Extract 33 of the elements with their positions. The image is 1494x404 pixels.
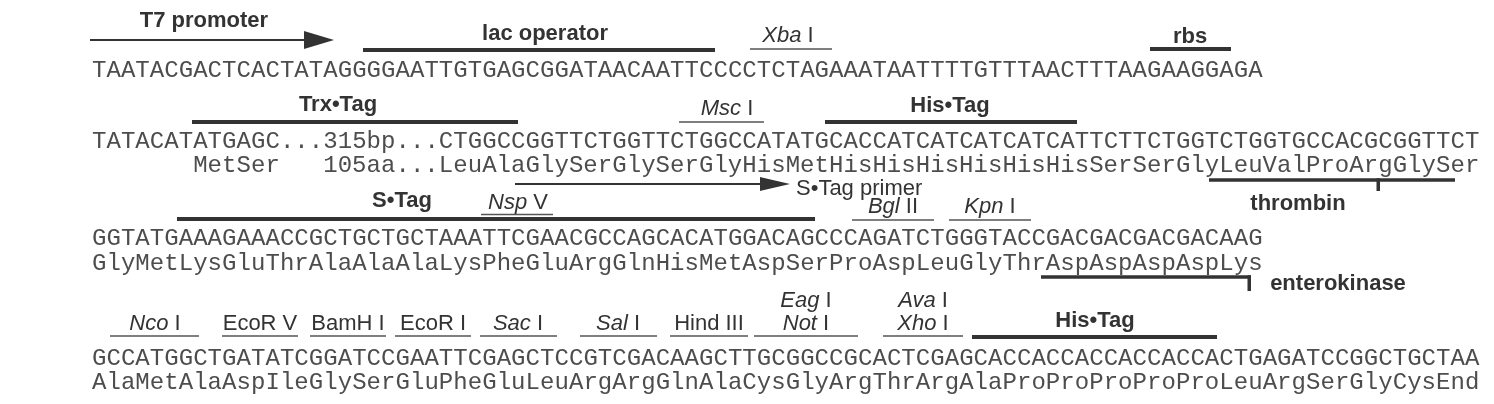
restriction-site-label: Sac I [492,312,544,335]
feature-label: His•Tag [1055,309,1135,332]
restriction-site-label: Nco I [129,312,181,335]
restriction-site-label: Not I [782,312,830,335]
feature-label: His•Tag [910,94,990,117]
feature-label: T7 promoter [139,9,269,32]
dna-sequence: GCCATGGCTGATATCGGATCCGAATTCGAGCTCCGTCGACAAGCTTGCGGCCGCACTCGAGCACCACCACCACCACCACTGAGATCCGGCTGCTAA [92,347,1480,370]
restriction-site-label: EcoR V [222,312,298,335]
feature-label: lac operator [482,22,608,45]
protein-sequence: GlyMetLysGluThrAlaAlaAlaLysPheGluArgGlnHisMetAspSerProAspLeuGlyThrAspAspAspAspLys [92,252,1263,275]
restriction-site-label: Eag I [780,289,832,312]
dna-sequence: TATACATATGAGC...315bp...CTGGCCGGTTCTGGTTCTGGCCATATGCACCATCATCATCATCATTCTTCTGGTCTGGTGCCACGCGGTTCT [92,130,1480,153]
feature-label: rbs [1172,25,1208,48]
protease-site-label: thrombin [1250,192,1346,215]
dna-sequence: TAATACGACTCACTATAGGGGAATTGTGAGCGGATAACAATTCCCCTCTAGAAATAATTTTGTTTAACTTTAAGAAGGAGA [92,59,1263,82]
restriction-site-label: Nsp V [488,191,548,214]
protease-site-label: enterokinase [1270,272,1406,295]
protein-sequence: MetSer [193,154,280,177]
restriction-site-label: EcoR I [400,312,466,335]
restriction-site-label: Msc I [700,97,754,120]
restriction-site-label: Xho I [897,312,949,335]
restriction-site-label: Ava I [898,289,948,312]
restriction-site-label: Xba I [762,24,814,47]
restriction-site-label: Sal I [596,312,640,335]
protein-sequence: AlaMetAlaAspIleGlySerGluPheGluLeuArgArgGlnAlaCysGlyArgThrArgAlaProProProProProLeuArgSerGlyCysEnd [92,371,1480,394]
primer-label: S•Tag primer [796,176,923,199]
feature-label: S•Tag [372,189,432,212]
feature-label: Trx•Tag [298,93,378,116]
restriction-site-label: Hind III [674,312,744,335]
restriction-site-label: Kpn I [964,195,1016,218]
protein-sequence: 105aa...LeuAlaGlySerGlySerGlyHisMetHisHisHisHisHisHisSerSerGlyLeuValProArgGlySer [323,154,1480,177]
restriction-site-label: BamH I [311,312,385,335]
dna-sequence: GGTATGAAAGAAACCGCTGCTGCTAAATTCGAACGCCAGCACATGGACAGCCCAGATCTGGGTACCGACGACGACGACAAG [92,227,1263,250]
